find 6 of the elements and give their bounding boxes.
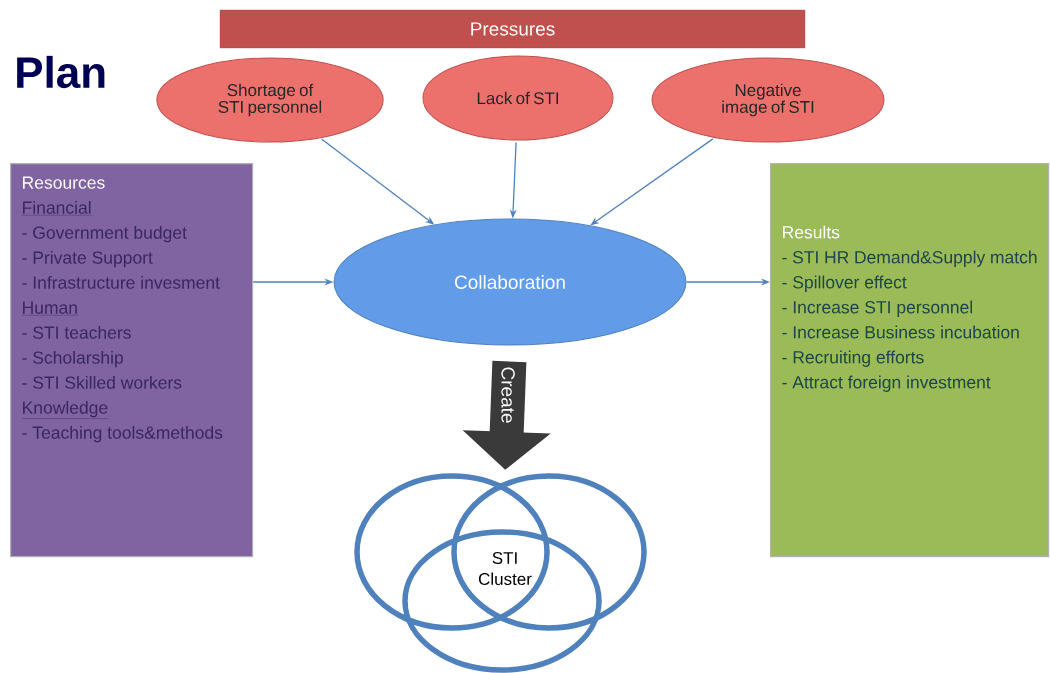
text-panel: Results - STI HR Demand&Supply match - Spillover effect - Increase STI personnel - Increase Business incubation - Recruiting efforts - Attract foreign investment	[770, 163, 1050, 558]
banner: Pressures	[219, 9, 806, 49]
title: Plan	[17, 55, 105, 89]
edge-label: Create	[501, 367, 515, 423]
venn-diagram: STI Cluster	[354, 473, 647, 673]
text-panel: Resources Financial - Government budget - Private Support - Infrastructure invesment Human - STI teachers - Scholarship - STI Skilled workers Knowledge - Teaching tools&methods	[10, 163, 254, 558]
